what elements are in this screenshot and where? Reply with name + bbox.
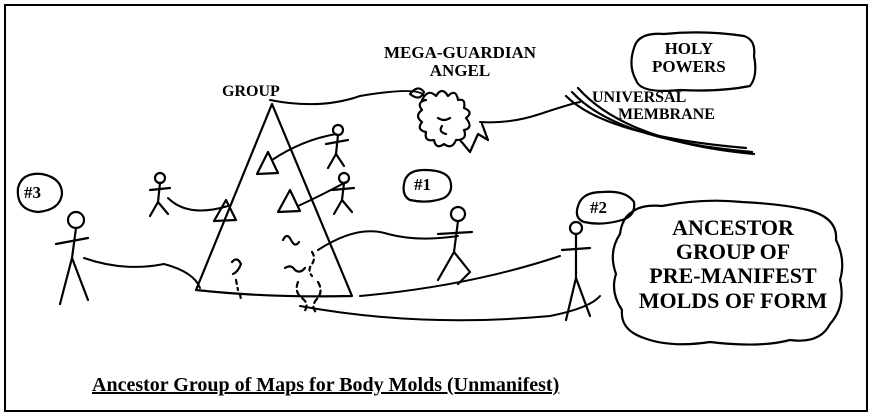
group-label: GROUP xyxy=(222,83,280,100)
universal-membrane xyxy=(564,86,756,156)
universal-membrane-line1: UNIVERSAL xyxy=(592,89,687,106)
connection-lines xyxy=(83,90,601,322)
universal-membrane-line2: MEMBRANE xyxy=(618,105,715,123)
mega-guardian-line1: MEGA-GUARDIAN xyxy=(384,43,537,62)
ancestor-label: ANCESTOR GROUP OF PRE-MANIFEST MOLDS OF … xyxy=(630,215,836,313)
stick-figure-small-top xyxy=(324,123,350,170)
figure-3-label: #3 xyxy=(24,183,41,202)
inner-triangle-3 xyxy=(276,188,302,214)
ancestor-line3: PRE-MANIFEST xyxy=(649,263,817,289)
ancestor-line1: ANCESTOR xyxy=(672,215,794,240)
inner-triangle-1 xyxy=(255,150,280,176)
figure-2-bubble xyxy=(575,190,636,225)
stick-figure-small-left xyxy=(148,171,172,218)
holy-powers-line2: POWERS xyxy=(652,56,726,76)
mega-guardian-line2: ANGEL xyxy=(429,60,491,80)
stick-figure-2 xyxy=(560,220,592,322)
holy-powers-label: HOLY POWERS xyxy=(652,40,726,76)
ancestor-cloud xyxy=(611,199,844,346)
figure-1-bubble xyxy=(402,168,453,203)
figure-3-bubble xyxy=(16,172,64,214)
stick-figure-3 xyxy=(54,210,90,306)
inner-triangle-2 xyxy=(212,198,238,223)
diagram-caption: Ancestor Group of Maps for Body Molds (U… xyxy=(92,374,560,396)
universal-membrane-label: UNIVERSAL MEMBRANE xyxy=(592,89,715,124)
holy-powers-outline xyxy=(630,31,757,92)
figure-1-label: #1 xyxy=(414,175,431,194)
group-triangle xyxy=(194,102,354,316)
stick-figure-1 xyxy=(436,205,474,286)
mega-guardian-angel xyxy=(408,87,490,154)
figure-2-label: #2 xyxy=(590,198,607,217)
ancestor-line4: MOLDS OF FORM xyxy=(638,287,828,313)
stick-figure-small-right xyxy=(330,171,356,216)
holy-powers-line1: HOLY xyxy=(664,39,714,58)
mega-guardian-label: MEGA-GUARDIAN ANGEL xyxy=(384,44,536,80)
ancestor-line2: GROUP OF xyxy=(675,239,791,265)
